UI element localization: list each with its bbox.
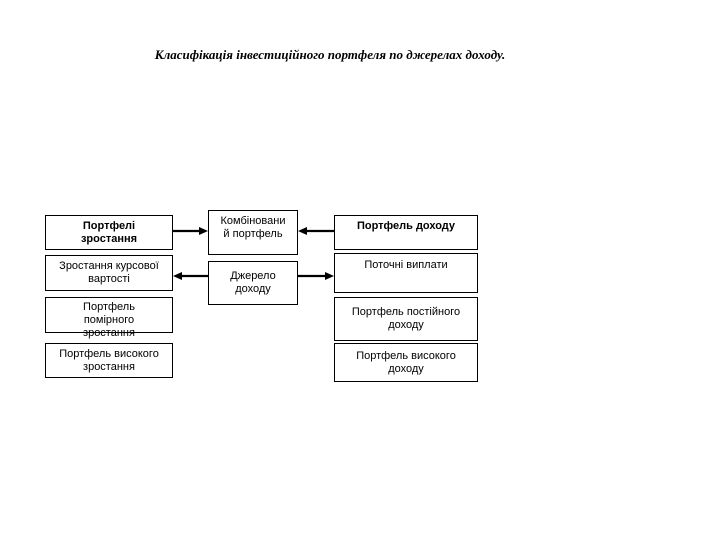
box-current-payments: Поточні виплати xyxy=(334,253,478,293)
box-course-value-growth: Зростання курсової вартості xyxy=(45,255,173,291)
box-label: Портфель високого доходу xyxy=(356,349,456,375)
box-label: Портфель постійного доходу xyxy=(351,306,461,331)
arrow-source-to-course-value-icon xyxy=(173,272,209,280)
box-label: Портфель помірного зростання xyxy=(83,301,135,339)
box-label: Поточні виплати xyxy=(364,259,448,271)
box-label: Зростання курсової вартості xyxy=(59,260,159,285)
box-constant-income: Портфель постійного доходу xyxy=(334,297,478,341)
box-label: Портфель високого зростання xyxy=(59,347,159,373)
box-label: Комбіновани й портфель xyxy=(220,215,286,240)
box-income-portfolio: Портфель доходу xyxy=(334,215,478,250)
box-income-source: Джерело доходу xyxy=(208,261,298,305)
box-label: Портфель доходу xyxy=(356,220,456,232)
box-high-growth: Портфель високого зростання xyxy=(45,343,173,378)
page-title: Класифікація інвестиційного портфеля по … xyxy=(154,47,506,62)
box-combined-portfolio: Комбіновани й портфель xyxy=(208,210,298,255)
arrow-growth-to-combined-icon xyxy=(172,227,208,235)
arrow-source-to-current-payments-icon xyxy=(297,272,334,280)
box-high-income: Портфель високого доходу xyxy=(334,343,478,382)
arrow-income-to-combined-icon xyxy=(298,227,335,235)
box-portfolios-growth: Портфелі зростання xyxy=(45,215,173,250)
box-label: Джерело доходу xyxy=(230,270,276,295)
box-moderate-growth: Портфель помірного зростання xyxy=(45,297,173,339)
box-label: Портфелі зростання xyxy=(80,219,138,245)
